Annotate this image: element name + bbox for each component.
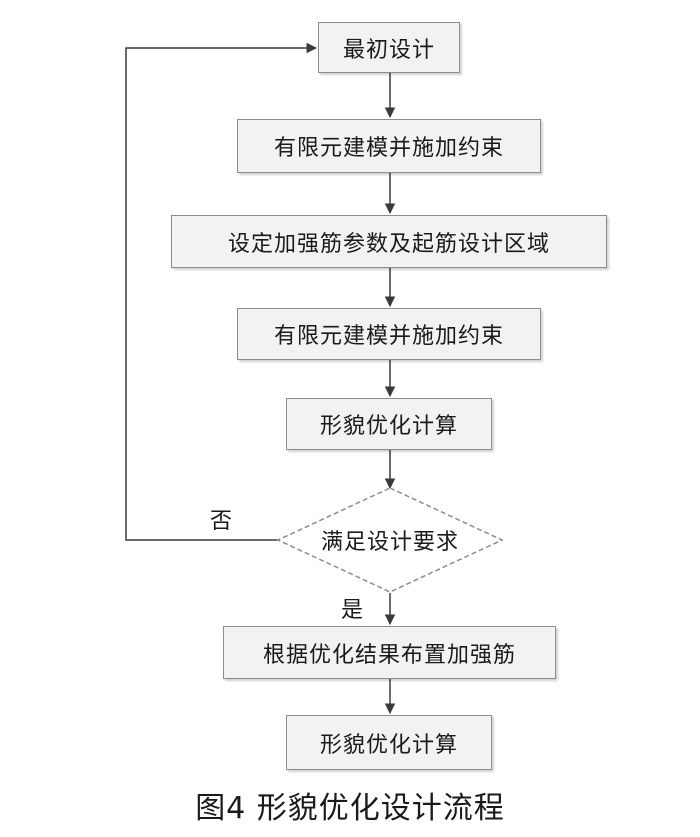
feedback-loop-line (125, 42, 318, 541)
step-topography-optimization-2: 形貌优化计算 (286, 715, 492, 770)
decision-no-label: 否 (210, 509, 233, 534)
step-initial-design: 最初设计 (318, 22, 460, 73)
decision-label: 满足设计要求 (320, 530, 459, 555)
figure-caption: 图4 形貌优化设计流程 (195, 791, 505, 826)
step-fem-model-constraints-1: 有限元建模并施加约束 (237, 119, 541, 173)
step-set-rib-parameters: 设定加强筋参数及起筋设计区域 (171, 215, 607, 268)
step-arrange-ribs: 根据优化结果布置加强筋 (223, 626, 556, 679)
decision-yes-label: 是 (341, 598, 364, 623)
decision-diamond (276, 487, 504, 593)
step-fem-model-constraints-2: 有限元建模并施加约束 (237, 308, 541, 360)
step-topography-optimization-1: 形貌优化计算 (286, 398, 492, 450)
